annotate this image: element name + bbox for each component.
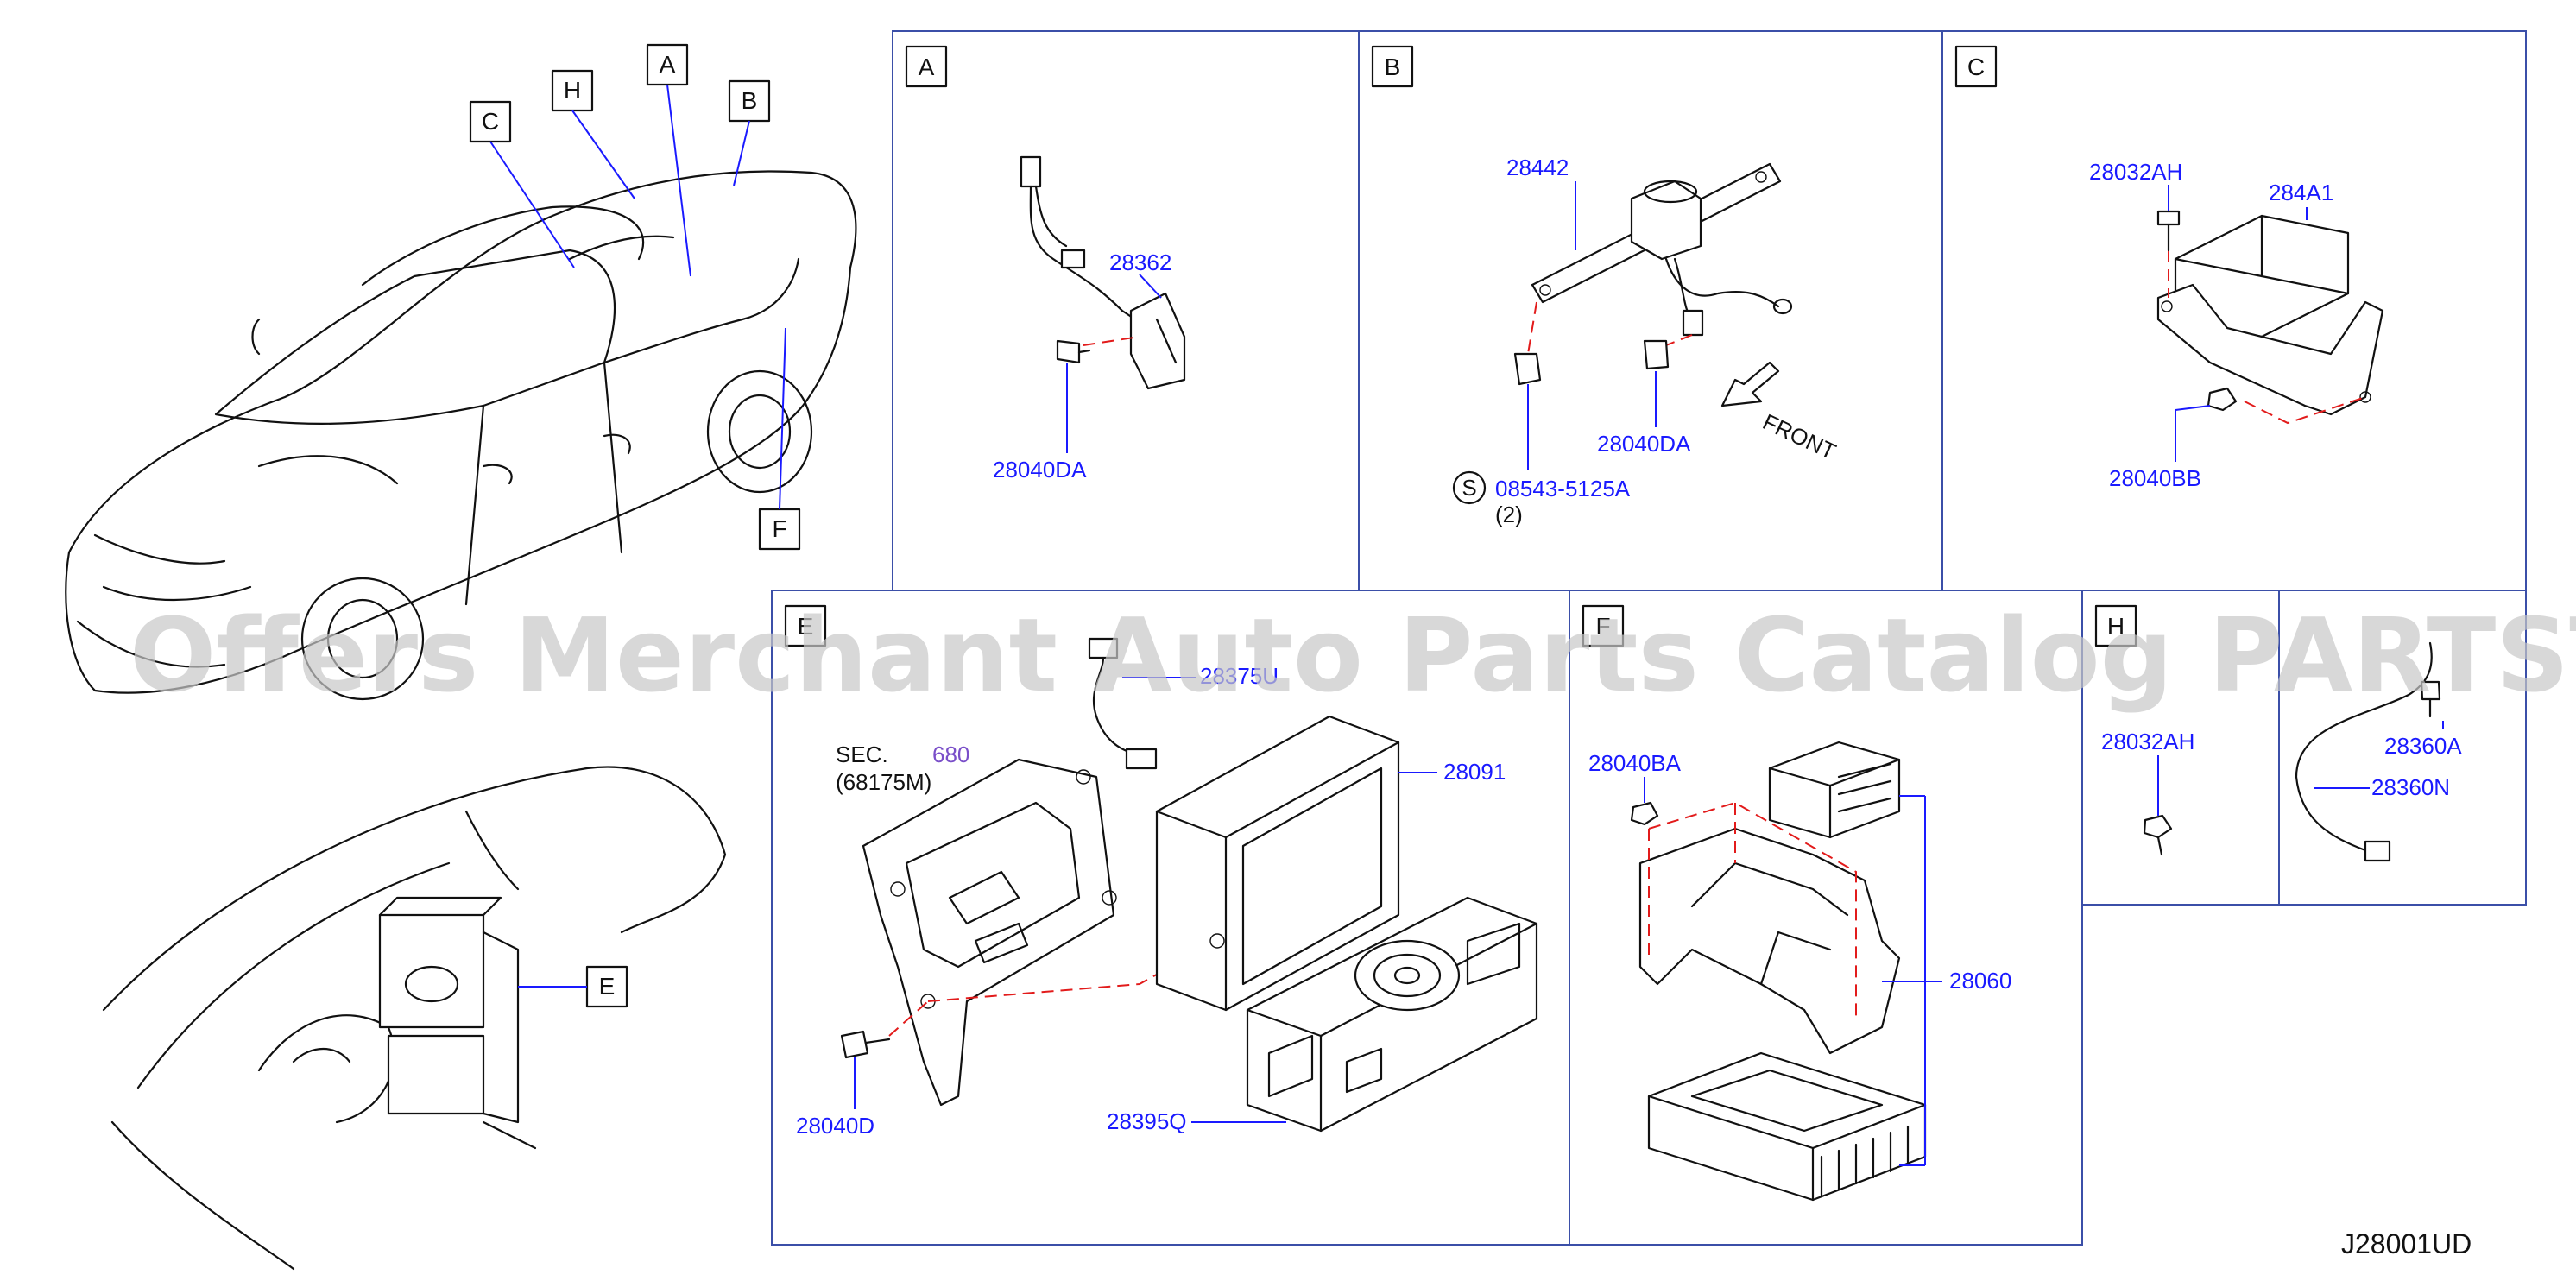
callout-h: H (551, 69, 635, 199)
callout-e: E (518, 965, 628, 1008)
svg-text:E: E (599, 973, 616, 1000)
svg-text:B: B (742, 87, 758, 114)
svg-text:H: H (2107, 613, 2125, 640)
svg-text:284A1: 284A1 (2269, 180, 2333, 205)
svg-text:F: F (772, 515, 786, 542)
svg-text:28375U: 28375U (1200, 663, 1279, 689)
panel-h: H 28032AH (2094, 604, 2194, 856)
svg-text:28360N: 28360N (2371, 774, 2450, 800)
svg-text:28060: 28060 (1949, 968, 2011, 994)
callout-b: B (728, 79, 771, 186)
dashboard-illustration (102, 766, 727, 1271)
svg-text:28395Q: 28395Q (1107, 1108, 1187, 1134)
svg-text:FRONT: FRONT (1758, 408, 1840, 464)
panel-frames (771, 30, 2527, 1246)
panel-a: A 28362 28040DA (905, 45, 1186, 483)
svg-text:(68175M): (68175M) (836, 769, 931, 795)
svg-text:H: H (564, 77, 581, 104)
svg-text:28032AH: 28032AH (2089, 159, 2182, 185)
svg-text:680: 680 (932, 741, 969, 767)
svg-text:28362: 28362 (1109, 249, 1171, 275)
svg-text:E: E (798, 613, 814, 640)
callout-f: F (758, 327, 801, 551)
svg-text:F: F (1595, 613, 1610, 640)
svg-text:(2): (2) (1495, 502, 1523, 527)
svg-text:28040D: 28040D (796, 1113, 874, 1139)
svg-text:28040BB: 28040BB (2109, 465, 2201, 491)
panel-f: F 28040BA 28060 (1582, 604, 2011, 1202)
watermark: Offers Merchant Auto Parts Catalog PARTS… (129, 596, 2576, 715)
panel-c: C 28032AH 284A1 28040BB (1954, 45, 2384, 491)
svg-text:C: C (482, 108, 499, 135)
callout-a: A (646, 43, 691, 277)
svg-text:08543-5125A: 08543-5125A (1495, 476, 1631, 502)
svg-text:28360A: 28360A (2384, 733, 2462, 759)
panel-e: E 28375U SEC. 680 (68175M) 28040D 28091 (784, 604, 1538, 1139)
document-id: J28001UD (2341, 1228, 2472, 1259)
svg-text:C: C (1967, 54, 1985, 80)
panel-b: B FRONT 28442 28040DA S 08543-5125A (2) (1371, 45, 1840, 527)
svg-text:28032AH: 28032AH (2101, 729, 2194, 754)
svg-text:B: B (1385, 54, 1401, 80)
svg-text:28040DA: 28040DA (993, 457, 1087, 483)
svg-text:28040DA: 28040DA (1597, 431, 1691, 457)
svg-text:A: A (660, 51, 676, 78)
svg-text:A: A (919, 54, 935, 80)
callout-c: C (469, 100, 575, 268)
car-overview-illustration (65, 170, 857, 701)
svg-text:28091: 28091 (1443, 759, 1506, 785)
panel-i: 28360A 28360N (2295, 641, 2462, 862)
svg-text:28040BA: 28040BA (1588, 750, 1682, 776)
svg-text:28442: 28442 (1506, 155, 1569, 180)
svg-text:SEC.: SEC. (836, 741, 888, 767)
svg-text:S: S (1462, 475, 1476, 501)
